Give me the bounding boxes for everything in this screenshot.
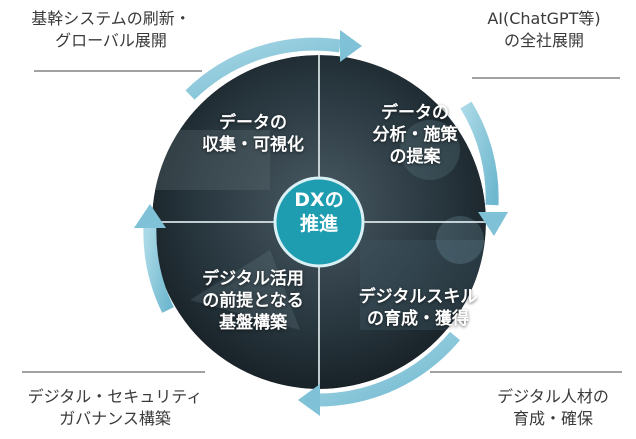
corner-bottom-left-line-1: デジタル・セキュリティ [27, 387, 203, 406]
quadrant-top-left-line-1: データの [219, 113, 287, 133]
quadrant-top-right-line-1: データの [381, 103, 449, 123]
corner-bottom-right-line-1: デジタル人材の [497, 387, 609, 406]
arrow-arc-bottom [319, 331, 460, 407]
quadrant-label-bottom-right: デジタルスキル の育成・獲得 [333, 286, 503, 330]
quadrant-bottom-right-line-2: の育成・獲得 [367, 309, 469, 329]
arrow-head-top [340, 30, 362, 62]
arrow-arc-top [185, 37, 341, 100]
corner-label-top-right: AI(ChatGPT等) の全社展開 [452, 8, 636, 52]
quadrant-label-top-right: データの 分析・施策 の提案 [340, 102, 490, 168]
quadrant-bottom-left-line-2: の前提となる [202, 291, 304, 311]
quadrant-top-right-line-2: 分析・施策 [372, 125, 458, 145]
arrow-head-right [478, 212, 508, 236]
arrow-arc-left [143, 224, 174, 313]
corner-top-left-line-2: グローバル展開 [55, 31, 167, 50]
quadrant-bottom-left-line-3: 基盤構築 [219, 313, 287, 333]
corner-top-left-line-1: 基幹システムの刷新・ [31, 9, 191, 28]
quadrant-label-top-left: データの 収集・可視化 [178, 112, 328, 156]
corner-label-bottom-left: デジタル・セキュリティ ガバナンス構築 [0, 386, 230, 430]
quadrant-label-bottom-left: デジタル活用 の前提となる 基盤構築 [178, 268, 328, 334]
corner-bottom-right-line-2: 育成・確保 [512, 409, 593, 428]
arrow-head-bottom [298, 384, 320, 416]
center-label: DXの 推進 [278, 188, 360, 236]
center-label-line-1: DXの [294, 189, 344, 211]
center-circle [273, 176, 365, 268]
corner-top-right-line-2: の全社展開 [503, 31, 584, 50]
arrow-head-left [134, 204, 166, 228]
quadrant-bottom-left-line-1: デジタル活用 [202, 269, 304, 289]
arrow-arc-right [460, 101, 499, 206]
center-label-line-2: 推進 [299, 213, 338, 235]
quadrant-top-right-line-3: の提案 [389, 147, 441, 167]
corner-top-right-line-1: AI(ChatGPT等) [487, 9, 601, 28]
corner-label-top-left: 基幹システムの刷新・ グローバル展開 [0, 8, 222, 52]
quadrant-top-left-line-2: 収集・可視化 [202, 135, 304, 155]
corner-label-bottom-right: デジタル人材の 育成・確保 [470, 386, 636, 430]
corner-bottom-left-line-2: ガバナンス構築 [59, 409, 171, 428]
cycle-arrows [143, 37, 499, 407]
quadrant-bottom-right-line-1: デジタルスキル [358, 287, 478, 307]
